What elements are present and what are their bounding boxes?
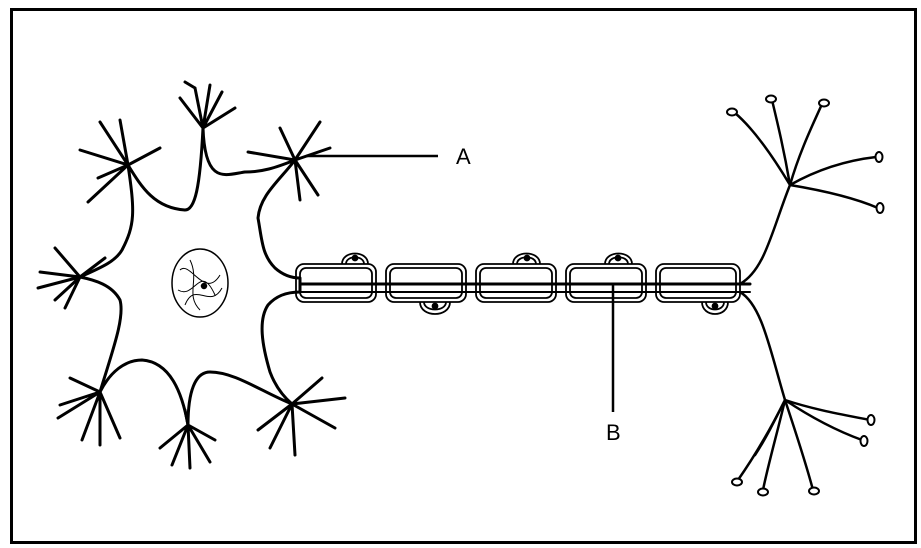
dendrites	[38, 82, 345, 468]
synaptic-knobs	[727, 96, 884, 496]
axon-terminals	[735, 100, 878, 490]
axon	[300, 284, 750, 292]
label-b: B	[606, 422, 621, 444]
nucleus	[172, 249, 228, 317]
label-a: A	[456, 146, 471, 168]
